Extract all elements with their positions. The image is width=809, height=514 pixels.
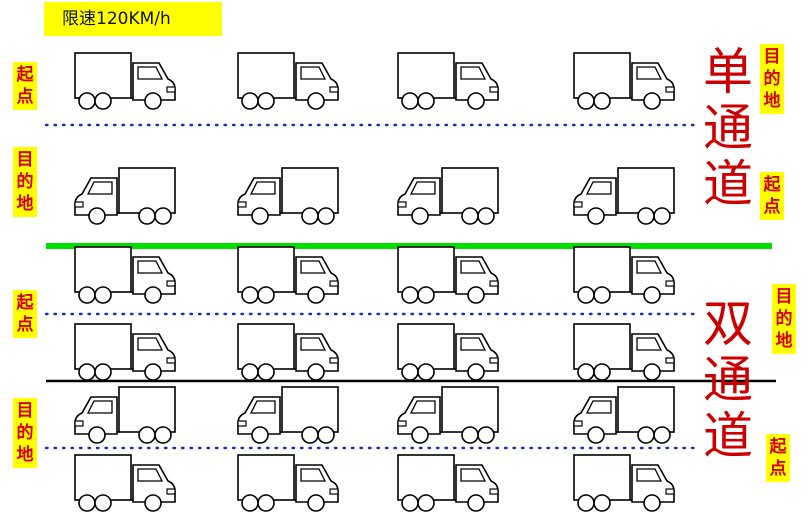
- truck-right: [398, 324, 498, 380]
- truck-right: [574, 247, 674, 303]
- single-lane-title: 单通道: [696, 44, 760, 212]
- double-lane-title: 双通道: [696, 296, 760, 464]
- truck-right: [238, 247, 338, 303]
- truck-right: [574, 324, 674, 380]
- truck-left: [574, 387, 674, 443]
- truck-right: [398, 247, 498, 303]
- truck-right: [398, 455, 498, 511]
- truck-right: [574, 455, 674, 511]
- truck-left: [398, 168, 498, 224]
- truck-right: [75, 455, 175, 511]
- truck-left: [75, 168, 175, 224]
- start-label-single-right: 起点: [760, 172, 784, 220]
- start-label-double-right: 起点: [766, 434, 790, 482]
- truck-right: [238, 455, 338, 511]
- truck-left: [574, 168, 674, 224]
- truck-right: [75, 247, 175, 303]
- truck-left: [75, 387, 175, 443]
- truck-right: [75, 53, 175, 109]
- truck-right: [238, 53, 338, 109]
- start-label-single: 起点: [13, 62, 37, 110]
- destination-label-double: 目的地: [13, 398, 37, 468]
- destination-label-single-right: 目的地: [760, 44, 784, 114]
- speed-limit-sign: 限速120KM/h: [44, 2, 222, 36]
- destination-label-double-right: 目的地: [772, 284, 796, 354]
- truck-left: [238, 168, 338, 224]
- truck-right: [238, 324, 338, 380]
- destination-label-single: 目的地: [13, 147, 37, 217]
- truck-right: [574, 53, 674, 109]
- truck-right: [398, 53, 498, 109]
- truck-left: [398, 387, 498, 443]
- start-label-double: 起点: [13, 290, 37, 338]
- truck-right: [75, 324, 175, 380]
- truck-left: [238, 387, 338, 443]
